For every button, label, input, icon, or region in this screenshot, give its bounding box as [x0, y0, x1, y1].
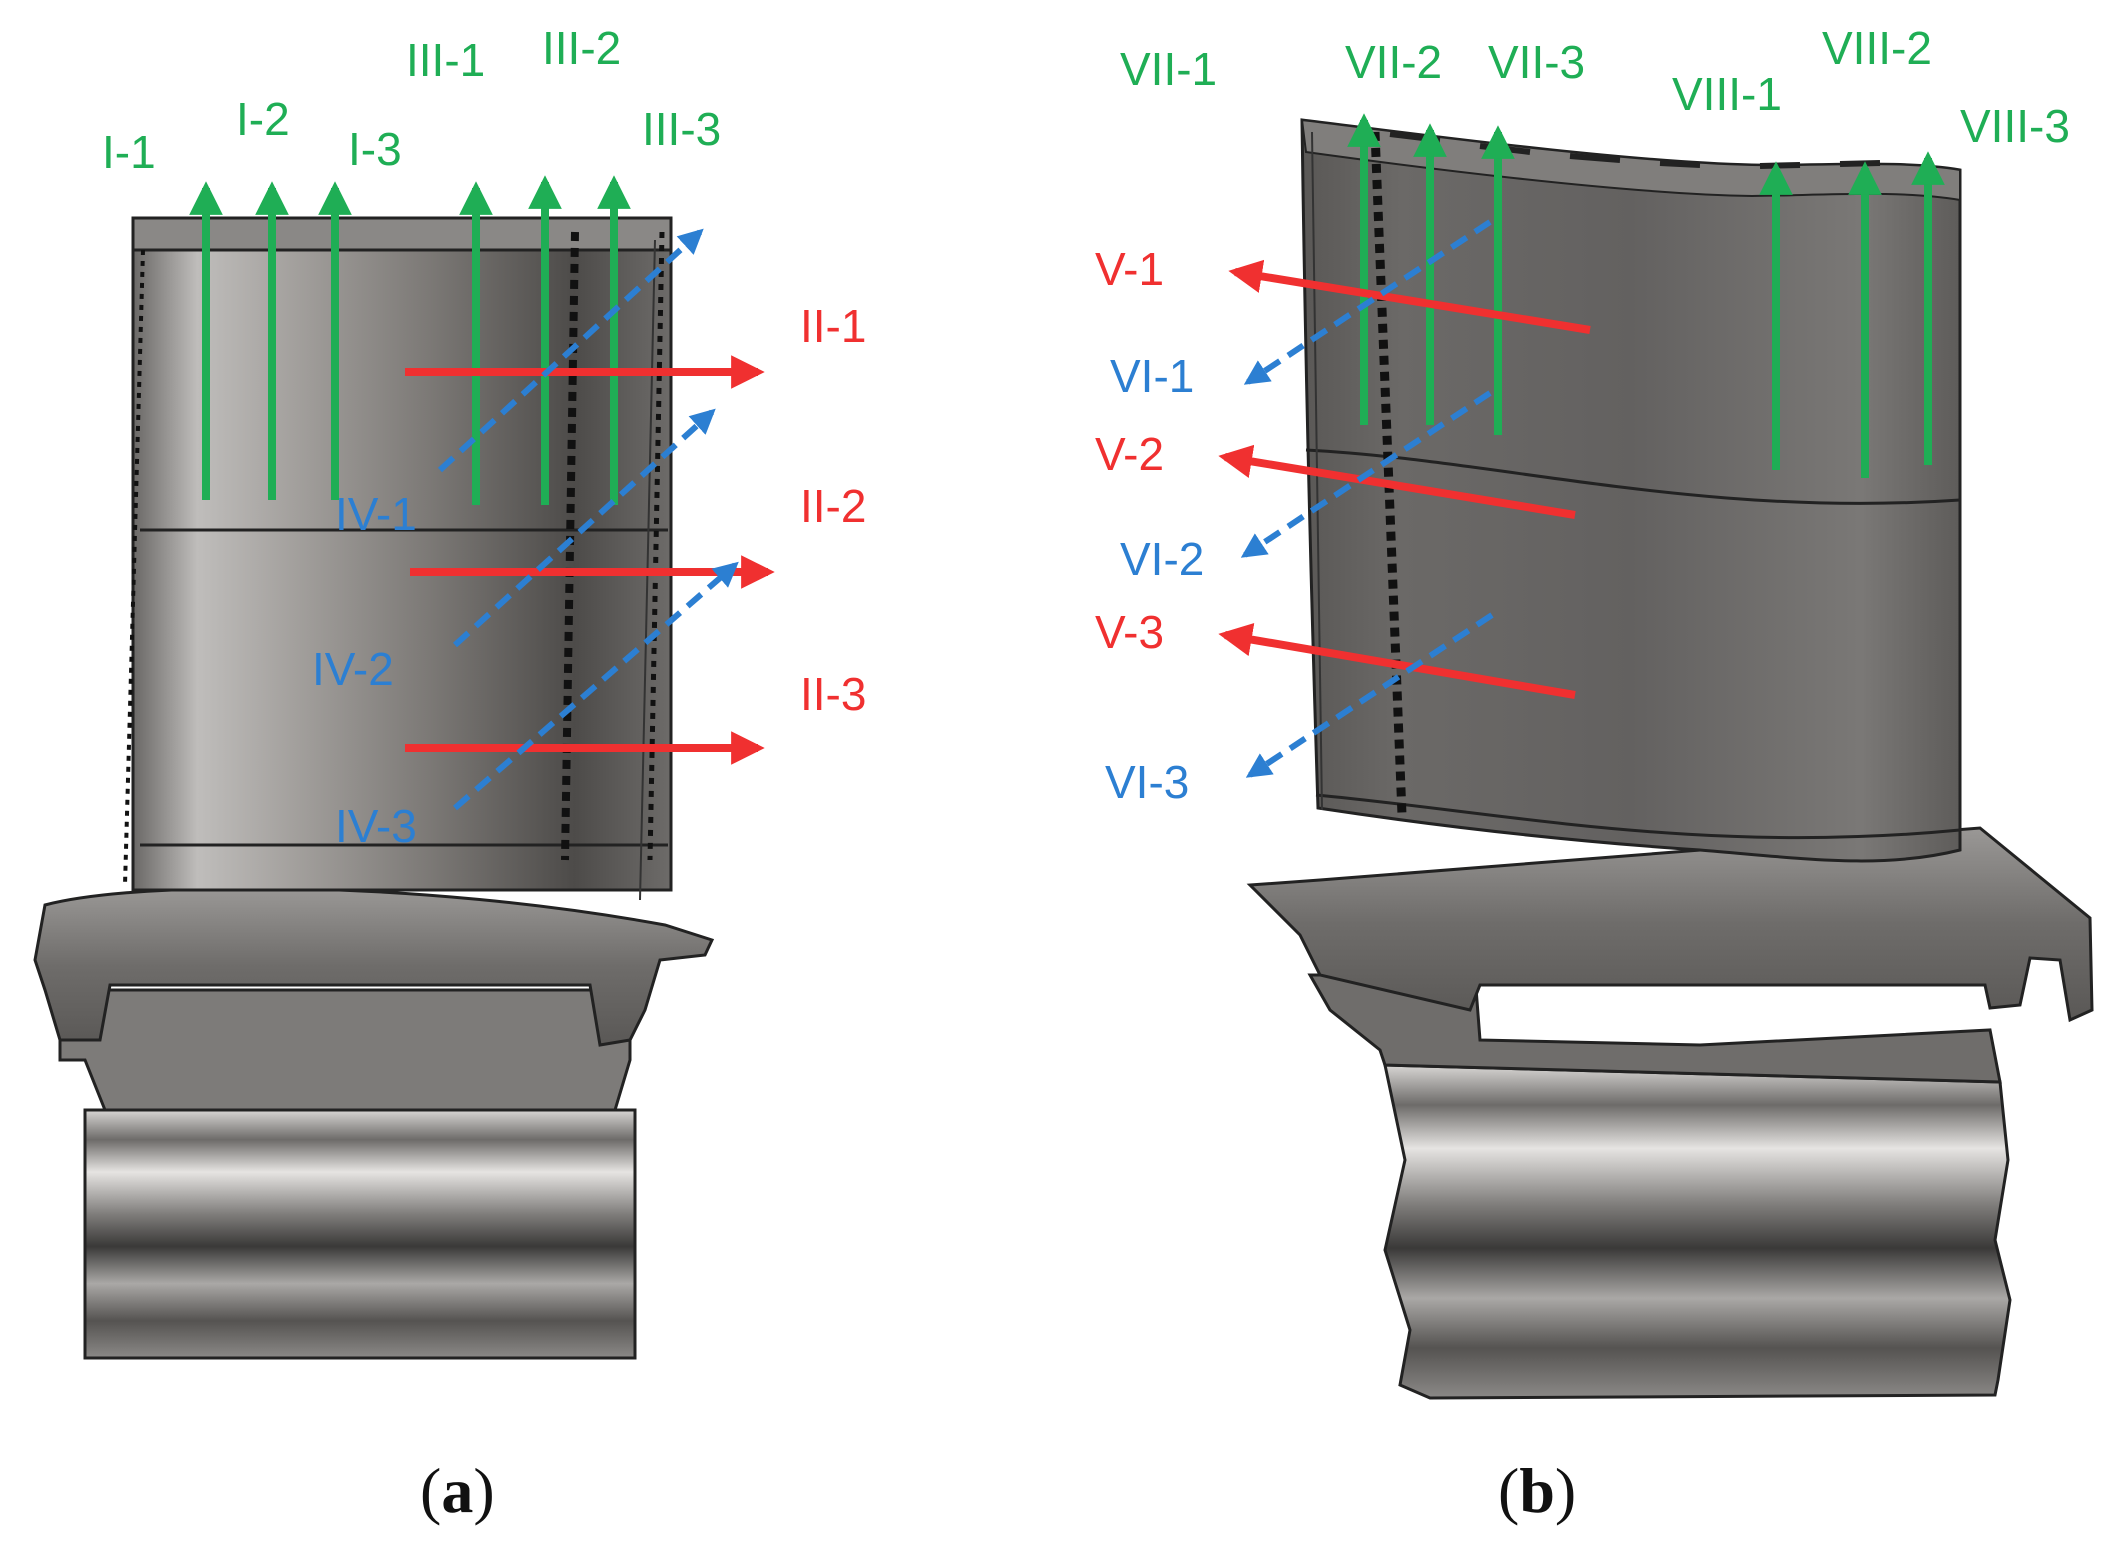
label-a-green-3: I-3: [348, 123, 402, 175]
label-a-blue-1: IV-1: [335, 488, 417, 540]
arrow-b-V-3: [1218, 622, 1576, 699]
label-a-green-2: I-2: [236, 93, 290, 145]
arrow-a-IV-3: [453, 561, 739, 811]
arrow-a-IV-2: [452, 408, 716, 648]
label-b-green-1: VII-1: [1120, 43, 1217, 95]
panel-b-arrows: [1218, 113, 1945, 778]
label-b-green-5: VIII-2: [1822, 22, 1932, 74]
panel-b-labels: VII-1 VII-2 VII-3 VIII-1 VIII-2 VIII-3 V…: [1095, 22, 2070, 808]
panel-a-arrows: [189, 175, 775, 811]
arrow-b-V-2: [1218, 444, 1576, 519]
label-a-blue-2: IV-2: [312, 643, 394, 695]
label-a-green-4: III-1: [406, 34, 485, 86]
caption-b: (b): [1498, 1455, 1576, 1526]
label-a-green-5: III-2: [542, 22, 621, 74]
label-b-green-6: VIII-3: [1960, 100, 2070, 152]
panel-a-blade: [33, 216, 715, 1360]
label-b-red-3: V-3: [1095, 606, 1164, 658]
arrow-b-VI-3: [1245, 612, 1494, 778]
label-b-blue-1: VI-1: [1110, 350, 1194, 402]
panel-a-labels: I-1 I-2 I-3 III-1 III-2 III-3 II-1 II-2 …: [102, 22, 866, 852]
label-a-red-3: II-3: [800, 668, 866, 720]
label-a-green-1: I-1: [102, 126, 156, 178]
label-b-blue-2: VI-2: [1120, 533, 1204, 585]
label-b-red-1: V-1: [1095, 243, 1164, 295]
caption-a: (a): [420, 1455, 495, 1526]
label-a-green-6: III-3: [642, 103, 721, 155]
arrow-b-V-1: [1228, 259, 1591, 334]
arrow-b-VI-1: [1243, 219, 1492, 385]
label-a-red-2: II-2: [800, 480, 866, 532]
panel-b-blade: [1246, 118, 2094, 1400]
label-a-red-1: II-1: [800, 300, 866, 352]
label-b-green-4: VIII-1: [1672, 68, 1782, 120]
label-b-blue-3: VI-3: [1105, 756, 1189, 808]
arrow-a-IV-1: [437, 228, 704, 473]
label-a-blue-3: IV-3: [335, 800, 417, 852]
label-b-red-2: V-2: [1095, 428, 1164, 480]
arrow-b-VI-2: [1240, 390, 1492, 558]
label-b-green-2: VII-2: [1345, 36, 1442, 88]
label-b-green-3: VII-3: [1488, 36, 1585, 88]
